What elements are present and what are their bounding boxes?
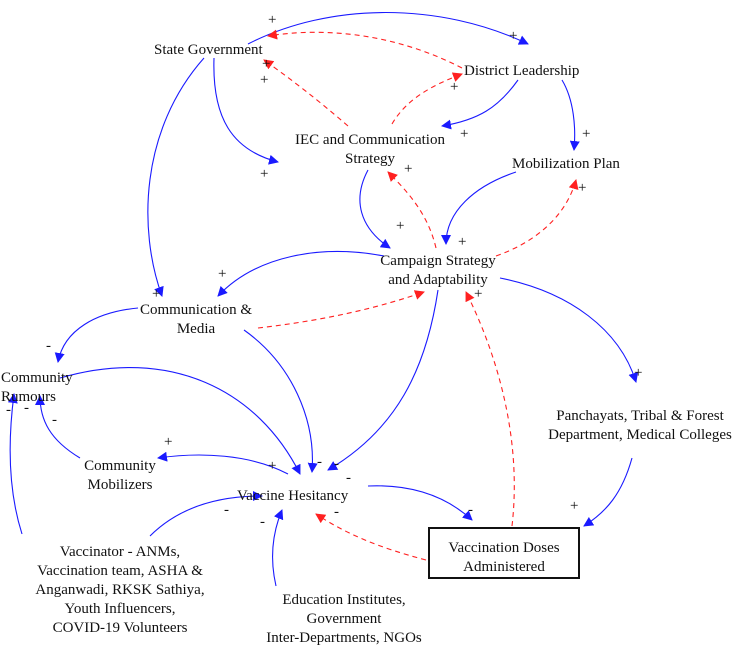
node-district-leadership: District Leadership bbox=[464, 63, 580, 79]
node-vaccinator-group: Vaccinator - ANMs, Vaccination team, ASH… bbox=[2, 543, 238, 638]
link-vaccinator-to-rumours bbox=[7, 393, 23, 535]
polarity-sign: + bbox=[509, 28, 518, 44]
link-iec-to-state bbox=[263, 59, 349, 127]
node-doses-line1: Vaccination Doses bbox=[448, 540, 560, 556]
link-media-to-rumours bbox=[54, 307, 139, 363]
polarity-sign: - bbox=[46, 338, 51, 354]
link-campaign-to-iec bbox=[387, 171, 437, 249]
node-iec-line2: Strategy bbox=[345, 151, 395, 167]
polarity-sign: + bbox=[268, 458, 277, 474]
polarity-sign: - bbox=[6, 402, 11, 418]
polarity-sign: + bbox=[578, 180, 587, 196]
node-campaign-line1: Campaign Strategy bbox=[380, 253, 496, 269]
link-state-to-media bbox=[147, 57, 205, 297]
polarity-sign: - bbox=[260, 514, 265, 530]
link-district-to-iec bbox=[441, 79, 519, 130]
node-vaccinator-line1: Vaccinator - ANMs, bbox=[59, 544, 181, 560]
polarity-sign: - bbox=[346, 470, 351, 486]
link-vaccinator-to-hesitancy bbox=[149, 491, 263, 537]
polarity-sign: - bbox=[317, 454, 322, 470]
polarity-sign: + bbox=[570, 498, 579, 514]
node-education-line2: Government bbox=[306, 611, 382, 627]
node-education-line1: Education Institutes, bbox=[282, 592, 406, 608]
node-education-institutes: Education Institutes, Government Inter-D… bbox=[246, 591, 442, 647]
node-rumours-line1: Community bbox=[1, 370, 73, 386]
node-vaccinator-line5: COVID-19 Volunteers bbox=[52, 620, 188, 636]
node-mobilizers-line1: Community bbox=[84, 458, 156, 474]
polarity-sign: + bbox=[460, 126, 469, 142]
node-media-line2: Media bbox=[176, 321, 216, 337]
polarity-sign: - bbox=[52, 412, 57, 428]
polarity-sign: + bbox=[152, 286, 161, 302]
polarity-sign: - bbox=[24, 400, 29, 416]
node-vaccination-doses: Vaccination Doses Administered bbox=[428, 527, 580, 579]
polarity-sign: + bbox=[164, 434, 173, 450]
node-education-line3: Inter-Departments, NGOs bbox=[266, 630, 422, 646]
node-panchayats: Panchayats, Tribal & Forest Department, … bbox=[540, 407, 740, 445]
link-campaign-to-hesitancy bbox=[327, 289, 439, 471]
link-panchayats-to-doses bbox=[583, 457, 633, 527]
polarity-sign: + bbox=[260, 72, 269, 88]
link-hesitancy-to-doses bbox=[367, 485, 473, 521]
node-panchayats-line1: Panchayats, Tribal & Forest bbox=[556, 408, 724, 424]
link-media-to-campaign bbox=[257, 290, 425, 329]
polarity-sign: + bbox=[474, 286, 483, 302]
node-communication-media: Communication & Media bbox=[128, 301, 264, 339]
link-doses-to-campaign bbox=[465, 291, 515, 527]
polarity-sign: + bbox=[218, 266, 227, 282]
link-mobilizers-to-rumours bbox=[35, 395, 81, 459]
polarity-sign: + bbox=[268, 12, 277, 28]
link-mobilization-to-campaign bbox=[441, 171, 517, 245]
polarity-sign: - bbox=[468, 502, 473, 518]
node-media-line1: Communication & bbox=[139, 302, 253, 318]
link-iec-to-campaign bbox=[359, 169, 391, 249]
polarity-sign: + bbox=[458, 234, 467, 250]
node-vaccinator-line2: Vaccination team, ASHA & bbox=[37, 563, 203, 579]
link-doses-to-hesitancy bbox=[315, 513, 427, 561]
link-campaign-to-mobilization bbox=[495, 179, 579, 257]
node-mobilizers-line2: Mobilizers bbox=[87, 477, 153, 493]
node-state-government: State Government bbox=[154, 42, 263, 58]
link-state-to-district bbox=[247, 11, 529, 45]
link-media-to-hesitancy bbox=[243, 329, 318, 473]
polarity-sign: + bbox=[262, 56, 271, 72]
node-vaccinator-line3: Anganwadi, RKSK Sathiya, bbox=[35, 582, 205, 598]
polarity-sign: + bbox=[260, 166, 269, 182]
link-district-to-mobilization bbox=[561, 79, 580, 151]
polarity-sign: + bbox=[404, 161, 413, 177]
polarity-sign: + bbox=[634, 365, 643, 381]
node-panchayats-line2: Department, Medical Colleges bbox=[548, 427, 732, 443]
link-hesitancy-to-mobilizers bbox=[157, 451, 289, 475]
node-iec-line1: IEC and Communication bbox=[295, 132, 445, 148]
polarity-sign: + bbox=[450, 79, 459, 95]
node-community-rumours: Community Rumours bbox=[1, 369, 73, 407]
node-campaign-strategy: Campaign Strategy and Adaptability bbox=[370, 252, 506, 290]
link-campaign-to-panchayats bbox=[499, 277, 639, 383]
polarity-sign: - bbox=[334, 504, 339, 520]
polarity-sign: + bbox=[396, 218, 405, 234]
link-rumours-to-hesitancy bbox=[59, 366, 301, 475]
link-campaign-to-media bbox=[217, 251, 385, 297]
node-vaccine-hesitancy: Vaccine Hesitancy bbox=[237, 488, 349, 504]
node-community-mobilizers: Community Mobilizers bbox=[70, 457, 170, 495]
node-mobilization-plan: Mobilization Plan bbox=[512, 156, 620, 172]
polarity-sign: + bbox=[582, 126, 591, 142]
polarity-sign: - bbox=[334, 456, 339, 472]
node-campaign-line2: and Adaptability bbox=[388, 272, 488, 288]
link-district-to-state bbox=[267, 29, 463, 69]
polarity-sign: - bbox=[224, 502, 229, 518]
link-education-to-hesitancy bbox=[272, 509, 284, 587]
node-rumours-line2: Rumours bbox=[1, 389, 57, 405]
node-vaccinator-line4: Youth Influencers, bbox=[64, 601, 176, 617]
link-state-to-iec bbox=[213, 57, 279, 165]
node-doses-line2: Administered bbox=[463, 559, 545, 575]
node-iec-communication-strategy: IEC and Communication Strategy bbox=[284, 131, 456, 169]
